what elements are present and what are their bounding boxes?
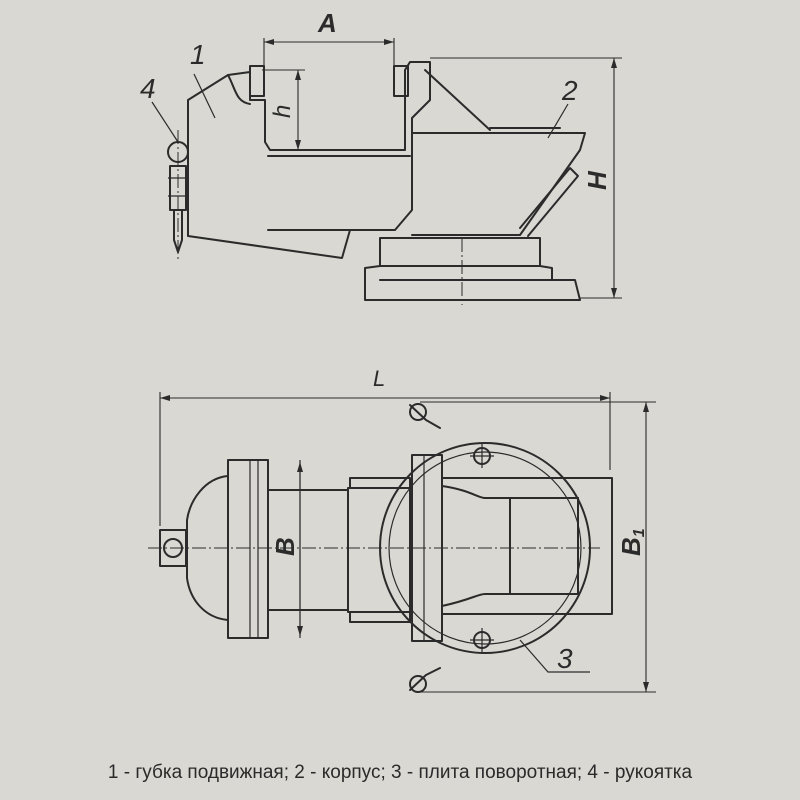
dimension-h — [262, 69, 305, 150]
side-view — [151, 38, 622, 305]
screw-head — [186, 475, 229, 621]
dimension-H — [430, 57, 622, 299]
dimension-B — [297, 462, 303, 636]
label-dim-B1-main: B — [616, 537, 646, 556]
dimension-B1 — [420, 401, 656, 693]
label-part-4: 4 — [140, 73, 156, 104]
label-dim-B: B — [270, 537, 300, 556]
label-dim-B1-sub: 1 — [631, 528, 648, 537]
top-view — [148, 392, 656, 693]
label-dim-B1: B1 — [616, 528, 648, 556]
label-dim-A: A — [317, 8, 337, 38]
leader-part-1 — [193, 73, 216, 119]
guide-lower — [349, 611, 411, 623]
swivel-plate-inner — [388, 451, 582, 645]
label-dim-L: L — [373, 366, 385, 391]
fixed-jaw-plate — [393, 65, 409, 97]
clamp-ear-bottom — [409, 675, 427, 693]
clamp-lever — [519, 167, 579, 237]
body-top — [441, 477, 613, 615]
label-part-1: 1 — [190, 39, 206, 70]
body-outline — [411, 132, 586, 236]
handle — [167, 130, 189, 260]
leader-part-4 — [151, 101, 179, 143]
label-part-2: 2 — [561, 75, 578, 106]
movable-jaw-top — [227, 459, 269, 639]
label-part-3: 3 — [557, 643, 573, 674]
dimension-A — [263, 38, 395, 66]
clamp-ear-top — [409, 403, 427, 421]
movable-jaw-plate — [249, 65, 265, 97]
base-plate — [364, 265, 581, 301]
label-dim-h: h — [269, 105, 296, 118]
jaw-top-contour — [227, 74, 251, 105]
body-incline — [424, 69, 491, 131]
figure-caption: 1 - губка подвижная; 2 - корпус; 3 - пли… — [107, 762, 693, 783]
body-inner-curve — [441, 485, 579, 607]
clamp-ear-arms — [409, 404, 441, 691]
leader-part-3 — [519, 639, 590, 673]
swivel-ring — [379, 237, 541, 267]
body-pocket — [509, 497, 579, 595]
label-dim-H: H — [582, 170, 612, 190]
dimension-L — [159, 392, 611, 526]
leader-part-2 — [547, 103, 569, 139]
guide-upper — [349, 477, 411, 489]
